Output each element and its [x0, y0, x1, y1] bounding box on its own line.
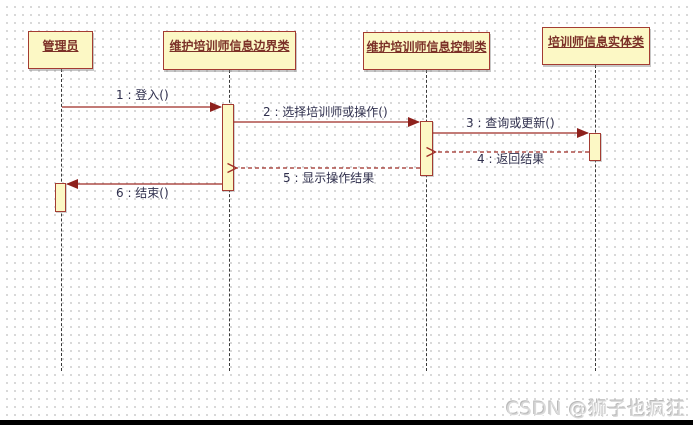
- csdn-watermark: CSDN @狮子也疯狂: [506, 398, 686, 420]
- lifeline-line-control: [426, 70, 427, 371]
- activation-bar-entity: [589, 133, 601, 161]
- lifeline-label-control: 维护培训师信息控制类: [366, 40, 487, 54]
- lifeline-line-actor: [61, 69, 62, 371]
- message-6-label: 6 : 结束(): [116, 186, 169, 200]
- lifeline-line-boundary: [229, 70, 230, 371]
- lifeline-label-entity: 培训师信息实体类: [547, 35, 644, 49]
- activation-bar-actor: [55, 183, 66, 212]
- message-3-label: 3 : 查询或更新(): [466, 116, 555, 130]
- activation-bar-control: [420, 121, 433, 176]
- lifeline-head-entity: 培训师信息实体类: [542, 27, 650, 65]
- lifeline-head-boundary: 维护培训师信息边界类: [163, 31, 296, 70]
- message-2-label: 2 : 选择培训师或操作(): [263, 105, 388, 119]
- bottom-border-bar: [0, 420, 693, 425]
- lifeline-label-boundary: 维护培训师信息边界类: [169, 39, 290, 53]
- activation-bar-boundary: [222, 104, 234, 191]
- lifeline-label-actor: 管理员: [42, 39, 79, 53]
- message-4-label: 4 : 返回结果: [477, 152, 545, 166]
- message-5-label: 5 : 显示操作结果: [283, 171, 375, 185]
- lifeline-head-control: 维护培训师信息控制类: [363, 32, 490, 70]
- message-1-label: 1 : 登入(): [116, 88, 169, 102]
- lifeline-line-entity: [595, 65, 596, 371]
- lifeline-head-actor: 管理员: [28, 31, 93, 69]
